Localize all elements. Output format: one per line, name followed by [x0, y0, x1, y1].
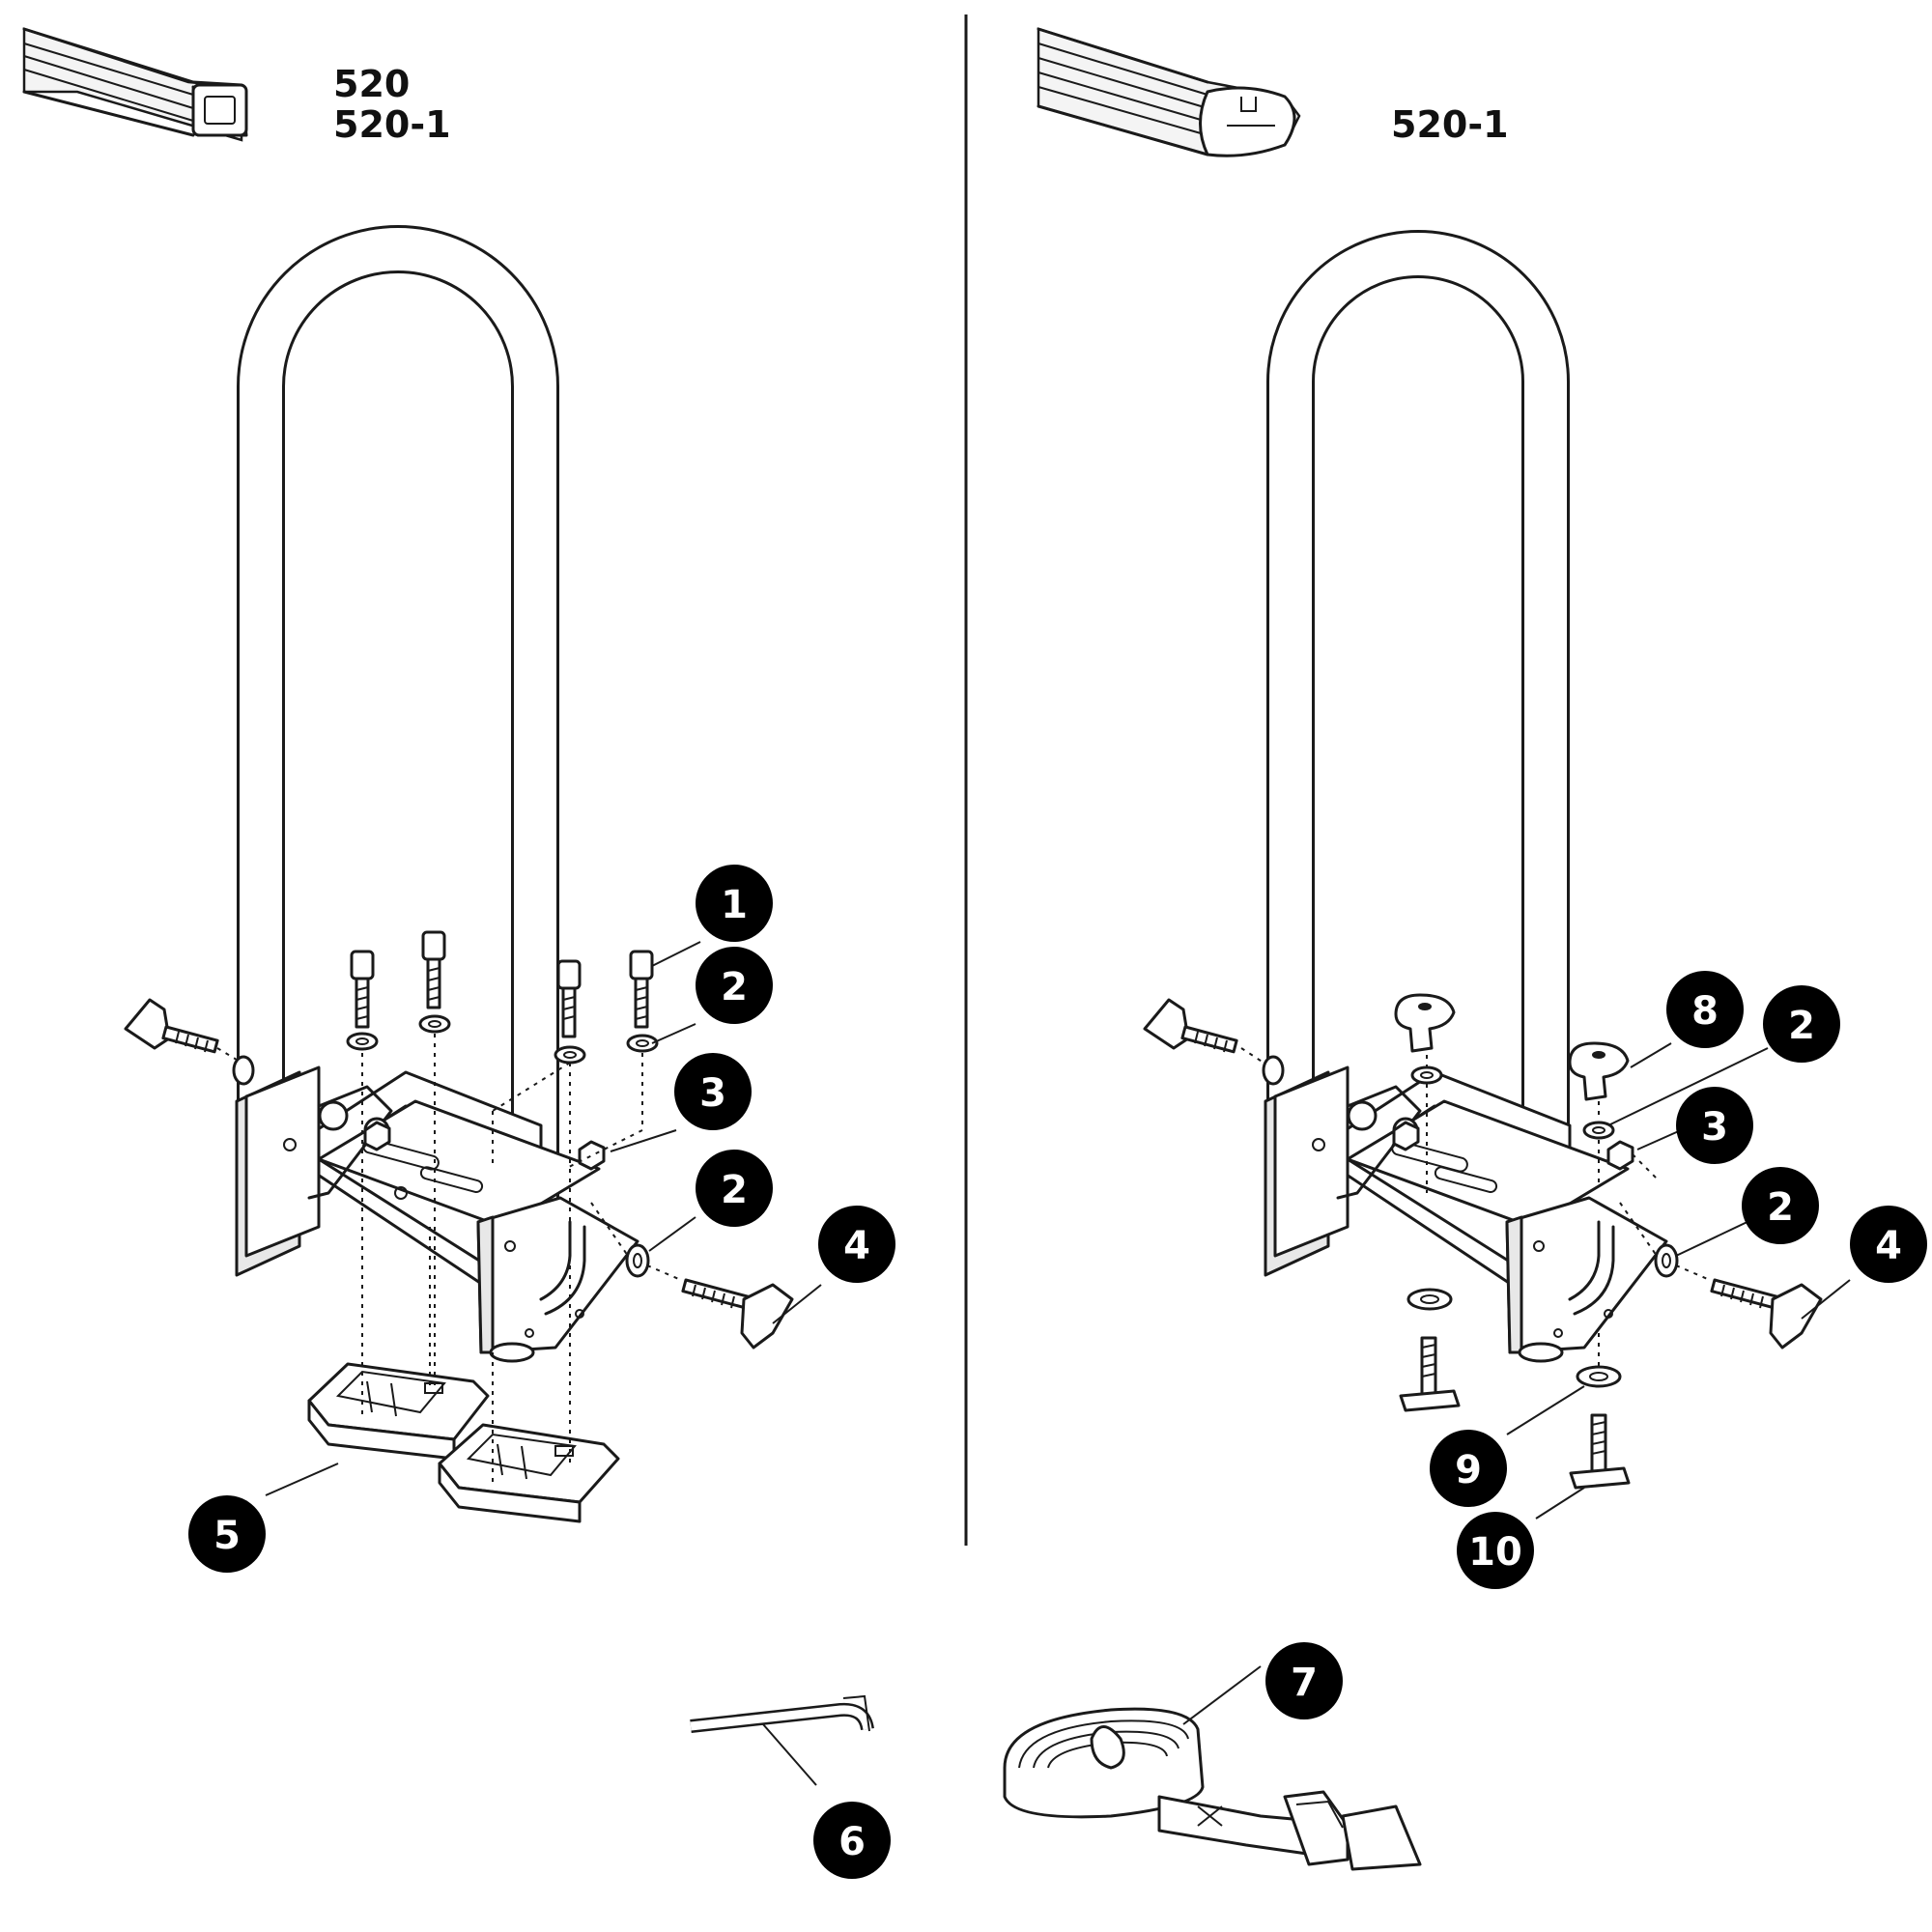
washer-group	[232, 1014, 659, 1278]
svg-text:2: 2	[721, 1168, 748, 1212]
callout-badges: 1 2 3 2 4 5 8 2	[188, 865, 1927, 1879]
svg-text:10: 10	[1468, 1530, 1522, 1575]
callout-5: 5	[188, 1495, 266, 1573]
callout-9: 9	[1430, 1430, 1507, 1507]
assembly-guide-lines	[216, 1034, 682, 1488]
callout-2: 2	[696, 947, 773, 1024]
foot-pad	[438, 1423, 620, 1523]
svg-text:3: 3	[699, 1071, 726, 1116]
callout-2: 2	[1742, 1167, 1819, 1244]
callout-7: 7	[1265, 1642, 1343, 1719]
svg-text:3: 3	[1701, 1105, 1728, 1150]
square-bar-illustration	[22, 27, 248, 142]
callout-leaders	[265, 941, 822, 1496]
mount-bracket	[1264, 1065, 1668, 1363]
star-knob	[1568, 1041, 1630, 1101]
callout-10: 10	[1457, 1512, 1534, 1589]
model-label-520: 520	[333, 63, 410, 105]
svg-text:6: 6	[838, 1820, 866, 1864]
callout-8: 8	[1666, 971, 1744, 1048]
knob-screw	[1143, 998, 1238, 1054]
hex-nut	[578, 1140, 606, 1171]
socket-bolt	[421, 930, 446, 1009]
svg-text:4: 4	[1875, 1224, 1902, 1268]
callout-6: 6	[813, 1802, 891, 1879]
t-bolt	[1399, 1336, 1461, 1412]
model-label-520-1: 520-1	[333, 103, 451, 146]
svg-text:2: 2	[721, 965, 748, 1009]
model-label-520-1-right: 520-1	[1391, 103, 1509, 146]
strap	[1003, 1665, 1422, 1871]
callout-3: 3	[1676, 1087, 1753, 1164]
t-bolt	[1569, 1413, 1631, 1490]
callout-2: 2	[1763, 985, 1840, 1063]
hex-nut	[363, 1121, 391, 1151]
knob-screw	[681, 1278, 794, 1350]
knob-screw	[124, 998, 219, 1054]
callout-4: 4	[818, 1206, 895, 1283]
mount-bracket	[235, 1065, 639, 1363]
svg-text:1: 1	[721, 883, 748, 927]
left-panel: 520 520-1	[22, 27, 822, 1523]
socket-bolt	[556, 959, 582, 1038]
svg-text:2: 2	[1788, 1004, 1815, 1048]
assembly-guide-lines	[1240, 1047, 1711, 1367]
washer-group	[1262, 1055, 1679, 1388]
callout-4: 4	[1850, 1206, 1927, 1283]
callout-1: 1	[696, 865, 773, 942]
right-panel: 520-1	[1037, 27, 1851, 1520]
knob-screw	[1710, 1278, 1823, 1350]
hex-nut	[1606, 1140, 1634, 1171]
socket-bolt-group	[350, 930, 654, 1038]
socket-bolt	[350, 950, 375, 1029]
allen-key	[690, 1694, 874, 1786]
callout-leaders	[1506, 1042, 1851, 1520]
svg-text:7: 7	[1291, 1661, 1318, 1705]
star-knob	[1394, 993, 1456, 1053]
svg-text:5: 5	[213, 1514, 241, 1558]
svg-text:4: 4	[843, 1224, 870, 1268]
callout-2: 2	[696, 1150, 773, 1227]
svg-text:2: 2	[1767, 1185, 1794, 1230]
socket-bolt	[629, 950, 654, 1029]
svg-text:8: 8	[1691, 989, 1719, 1034]
callout-3: 3	[674, 1053, 752, 1130]
svg-text:9: 9	[1455, 1448, 1482, 1492]
slot-bar-illustration	[1037, 27, 1301, 157]
hex-nut	[1392, 1121, 1420, 1151]
